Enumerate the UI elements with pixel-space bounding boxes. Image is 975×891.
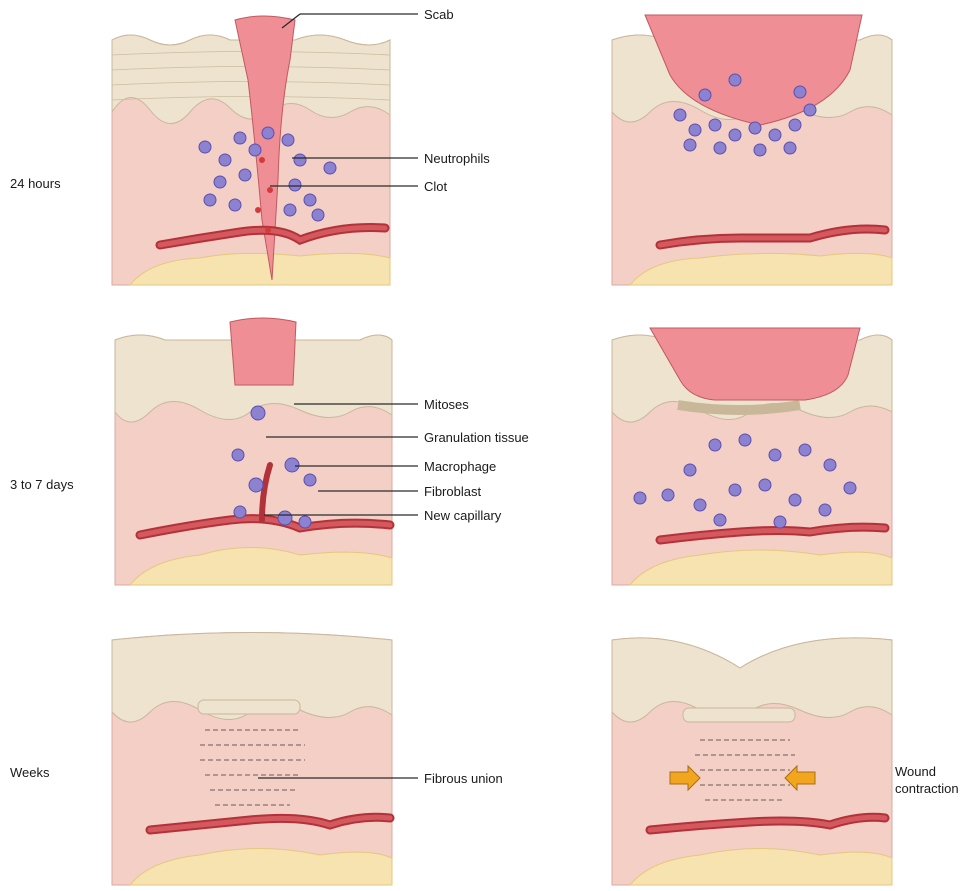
panel-weeks-left bbox=[112, 633, 392, 886]
label-mitoses: Mitoses bbox=[424, 397, 469, 412]
panel-3-7-days-left bbox=[115, 318, 392, 585]
label-wound-contraction-line-2: contraction bbox=[895, 781, 959, 796]
panel-3-7-days-right bbox=[612, 328, 892, 585]
label-new-capillary: New capillary bbox=[424, 508, 502, 523]
label-wound-contraction-line-1: Wound bbox=[895, 764, 936, 779]
panel-weeks-right bbox=[612, 638, 892, 885]
row-label-weeks: Weeks bbox=[10, 765, 50, 780]
panel-24h-left bbox=[112, 16, 390, 285]
label-neutrophils: Neutrophils bbox=[424, 151, 490, 166]
label-scab: Scab bbox=[424, 7, 454, 22]
label-clot: Clot bbox=[424, 179, 448, 194]
row-label-24-hours: 24 hours bbox=[10, 176, 61, 191]
label-granulation-tissue: Granulation tissue bbox=[424, 430, 529, 445]
label-macrophage: Macrophage bbox=[424, 459, 496, 474]
row-label-3-to-7-days: 3 to 7 days bbox=[10, 477, 74, 492]
panel-24h-right bbox=[612, 15, 892, 285]
label-fibroblast: Fibroblast bbox=[424, 484, 481, 499]
label-fibrous-union: Fibrous union bbox=[424, 771, 503, 786]
